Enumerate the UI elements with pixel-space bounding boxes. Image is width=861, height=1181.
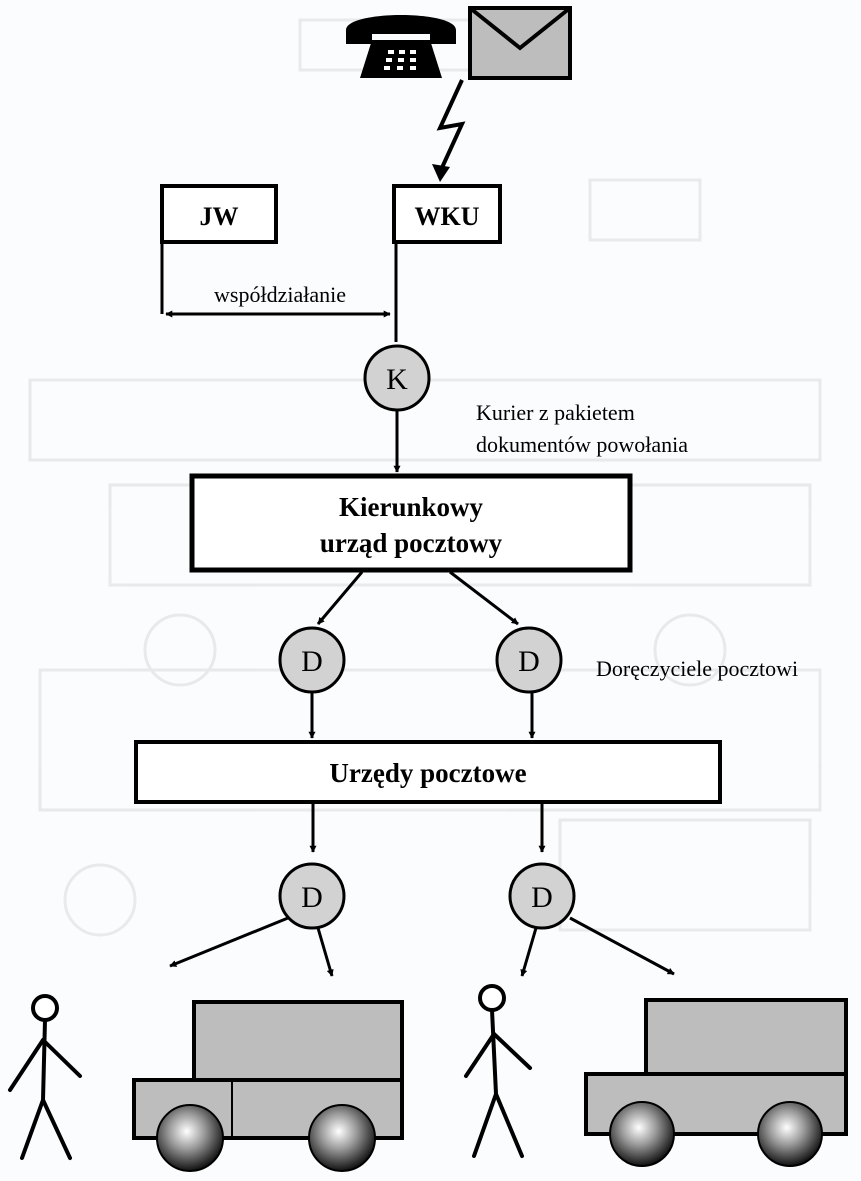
- office-to-deliverer-left-arrow: [316, 571, 364, 625]
- deliver-to-person-arrow: [169, 916, 289, 968]
- deliver-to-person-arrow: [520, 927, 538, 977]
- deliverer-node: D: [495, 626, 563, 694]
- truck-icon: [584, 998, 848, 1167]
- courier-label-line1: Kurier z pakietem: [476, 400, 635, 425]
- deliverer-node: D: [278, 626, 346, 694]
- cooperation-label: współdziałanie: [214, 282, 346, 307]
- deliverer-node: D: [278, 862, 346, 930]
- person-icon: [464, 984, 532, 1158]
- deliverer-node-label: D: [301, 881, 323, 914]
- cooperation-connector: [160, 242, 398, 342]
- deliverer-node: D: [508, 862, 576, 930]
- deliverers-label: Doręczyciele pocztowi: [596, 656, 798, 681]
- deliverer-node-label: D: [518, 645, 540, 678]
- person-icon: [8, 994, 82, 1160]
- telephone-icon: [346, 15, 456, 78]
- main-post-office-line1: Kierunkowy: [339, 492, 484, 522]
- jw-box: JW: [160, 184, 278, 244]
- envelope-icon: [468, 6, 572, 80]
- main-post-office-line2: urząd pocztowy: [320, 528, 503, 558]
- ghost-background: [28, 18, 822, 937]
- deliverer-node-label: D: [531, 881, 553, 914]
- lightning-icon: [432, 79, 466, 182]
- office-to-deliverer-right-arrow: [449, 570, 519, 626]
- courier-node-label: K: [386, 363, 408, 396]
- jw-label: JW: [200, 202, 239, 231]
- post-offices-label: Urzędy pocztowe: [329, 758, 526, 788]
- deliver-to-vehicle-arrow: [569, 916, 675, 976]
- courier-node: K: [363, 344, 431, 412]
- truck-icon: [132, 1000, 404, 1172]
- main-post-office-box: Kierunkowy urząd pocztowy: [189, 473, 633, 573]
- post-offices-box: Urzędy pocztowe: [134, 740, 722, 804]
- courier-label-line2: dokumentów powołania: [476, 432, 688, 457]
- wku-label: WKU: [415, 202, 480, 231]
- deliver-to-vehicle-arrow: [316, 927, 334, 977]
- deliverer-node-label: D: [301, 645, 323, 678]
- wku-box: WKU: [392, 184, 502, 244]
